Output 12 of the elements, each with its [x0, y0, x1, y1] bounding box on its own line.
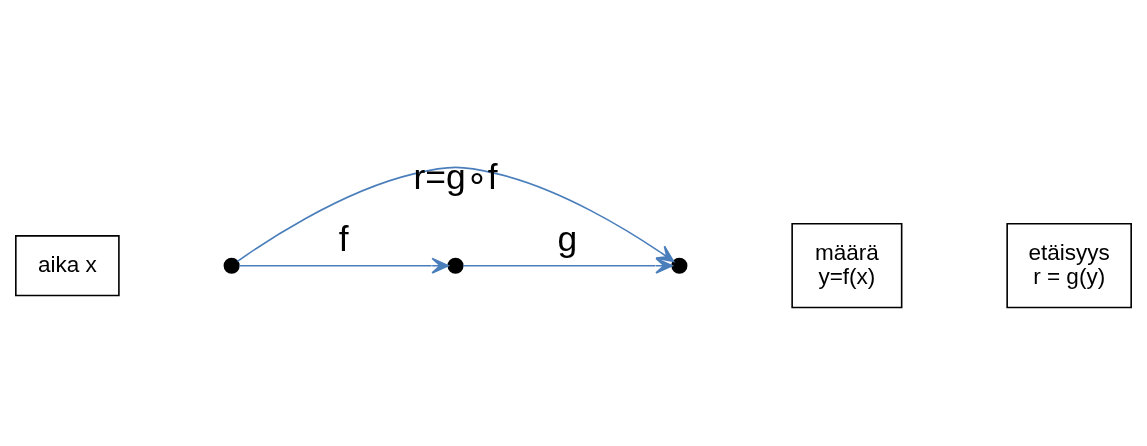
node-box: aika x — [15, 235, 120, 297]
edge-label: f — [338, 218, 349, 259]
arrow — [238, 257, 450, 274]
node-circle — [447, 257, 464, 274]
arrow — [236, 166, 675, 263]
edge-label: r=g∘f — [413, 157, 498, 198]
arrow — [462, 257, 673, 274]
node-box: määrä y=f(x) — [791, 223, 903, 309]
node-circle — [671, 257, 688, 274]
node-box: etäisyys r = g(y) — [1006, 223, 1132, 309]
edge-label: g — [557, 218, 578, 259]
node-circle — [223, 257, 240, 274]
